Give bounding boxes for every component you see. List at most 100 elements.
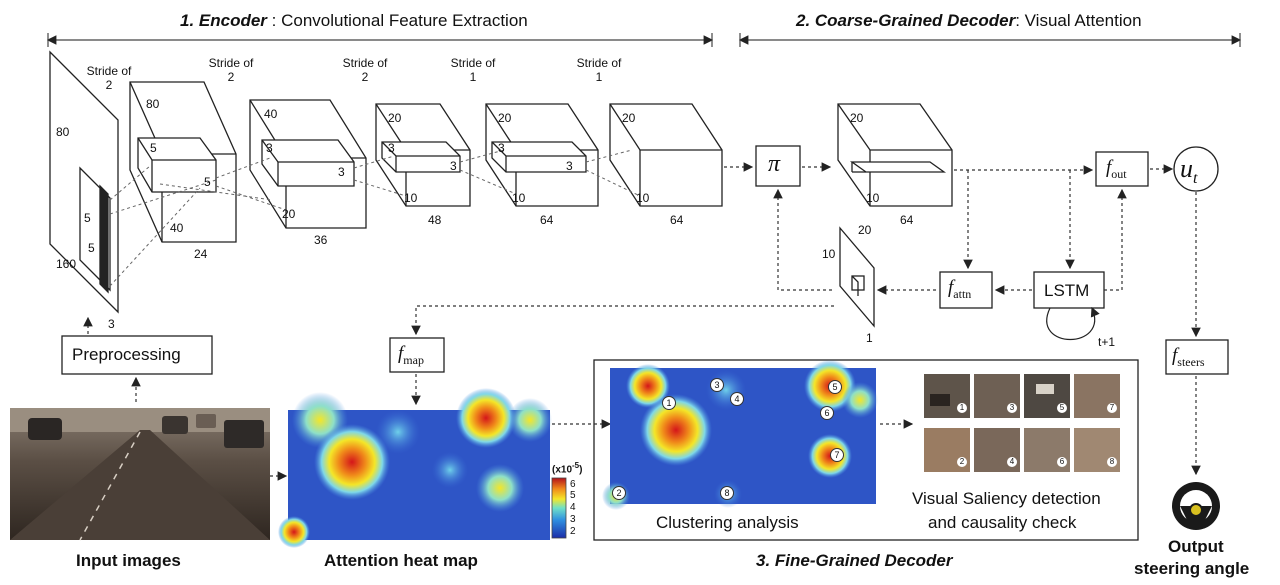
fine-decoder-frame xyxy=(593,359,1139,541)
layer2-kernel: 3 xyxy=(266,141,273,155)
saliency-thumbnail: 4 xyxy=(974,428,1020,470)
input-depth: 3 xyxy=(108,317,115,331)
input-height: 80 xyxy=(56,125,70,139)
preprocessing-label: Preprocessing xyxy=(72,345,181,364)
pi-box xyxy=(755,145,801,187)
layer4-kernel: 3 xyxy=(566,159,573,173)
layer2-height: 40 xyxy=(264,107,278,121)
coarse-decoder-title: 2. Coarse-Grained Decoder: Visual Attent… xyxy=(796,11,1142,30)
steering-wheel-icon xyxy=(1172,482,1220,530)
f-map-box xyxy=(389,337,445,373)
feat-width: 10 xyxy=(866,191,880,205)
stride-label: Stride of 1 xyxy=(576,56,622,85)
f-out-box xyxy=(1095,151,1149,187)
lstm-label: LSTM xyxy=(1044,281,1090,300)
layer2-kernel: 3 xyxy=(338,165,345,179)
f-out-label: fout xyxy=(1106,157,1127,181)
saliency-label-line1: Visual Saliency detection xyxy=(912,489,1101,508)
saliency-thumbnail: 1 xyxy=(924,374,970,416)
feature-cube xyxy=(837,103,953,207)
clustering-label: Clustering analysis xyxy=(656,513,799,532)
layer3-width: 10 xyxy=(404,191,418,205)
projection-lines xyxy=(109,149,641,287)
saliency-thumbnail: 7 xyxy=(1074,374,1120,416)
lstm-box xyxy=(1033,271,1105,309)
output-label-line2: steering angle xyxy=(1134,559,1250,578)
cluster-marker: 2 xyxy=(612,486,626,500)
saliency-thumbnail: 8 xyxy=(1074,428,1120,470)
encoder-layer-4 xyxy=(485,103,599,207)
layer1-depth: 24 xyxy=(194,247,208,261)
layer4-depth: 64 xyxy=(540,213,554,227)
pi-label: π xyxy=(768,151,781,177)
feat-height: 20 xyxy=(850,111,864,125)
connectors xyxy=(83,162,1201,481)
preprocessing-box xyxy=(61,335,213,375)
u-t-label: ut xyxy=(1180,154,1198,188)
colorbar-tick: 6 xyxy=(570,479,576,490)
coarse-span-arrow xyxy=(738,33,1242,47)
stride-label: Stride of 1 xyxy=(450,56,496,85)
f-attn-box xyxy=(939,271,993,309)
layer1-kernel: 5 xyxy=(150,141,157,155)
attn-dim-a: 20 xyxy=(858,223,872,237)
stride-label: Stride of 2 xyxy=(86,64,132,93)
layer5-width: 10 xyxy=(636,191,650,205)
colorbar xyxy=(551,477,567,539)
output-label-line1: Output xyxy=(1168,537,1224,556)
saliency-thumbnail: 5 xyxy=(1024,374,1070,416)
layer2-width: 20 xyxy=(282,207,296,221)
encoder-layer-1 xyxy=(129,81,237,243)
saliency-thumbnail: 6 xyxy=(1024,428,1070,470)
cluster-marker: 3 xyxy=(710,378,724,392)
layer2-depth: 36 xyxy=(314,233,328,247)
layer4-height: 20 xyxy=(498,111,512,125)
cluster-marker: 6 xyxy=(820,406,834,420)
colorbar-unit: (x10-5) xyxy=(552,461,583,476)
saliency-thumbnail: 2 xyxy=(924,428,970,470)
input-images-label: Input images xyxy=(76,551,181,570)
attn-dim-b: 10 xyxy=(822,247,836,261)
cluster-marker: 1 xyxy=(662,396,676,410)
f-map-label: fmap xyxy=(398,343,424,367)
layer3-kernel: 3 xyxy=(450,159,457,173)
kernel-size: 5 xyxy=(88,241,95,255)
layer4-kernel: 3 xyxy=(498,141,505,155)
layer3-kernel: 3 xyxy=(388,141,395,155)
lstm-loop xyxy=(1046,306,1100,341)
colorbar-tick: 4 xyxy=(570,502,576,513)
attention-map-slab xyxy=(839,226,875,328)
f-steers-box xyxy=(1165,339,1229,375)
cluster-marker: 8 xyxy=(720,486,734,500)
colorbar-tick: 2 xyxy=(570,526,576,537)
input-slab xyxy=(49,50,119,314)
attn-dim-c: 1 xyxy=(866,331,873,345)
fine-decoder-title: 3. Fine-Grained Decoder xyxy=(756,551,953,570)
saliency-label-line2: and causality check xyxy=(928,513,1077,532)
encoder-layer-3 xyxy=(375,103,471,207)
u-t-circle xyxy=(1173,146,1219,192)
encoder-layer-2 xyxy=(249,99,367,229)
cluster-marker: 5 xyxy=(828,380,842,394)
f-steers-label: fsteers xyxy=(1172,345,1205,369)
attention-heat-map xyxy=(278,388,552,548)
layer3-height: 20 xyxy=(388,111,402,125)
saliency-thumbnail: 3 xyxy=(974,374,1020,416)
kernel-size: 5 xyxy=(84,211,91,225)
input-road-image xyxy=(10,408,270,541)
layer4-width: 10 xyxy=(512,191,526,205)
layer1-kernel: 5 xyxy=(204,175,211,189)
encoder-span-arrow xyxy=(46,33,714,47)
stride-label: Stride of 2 xyxy=(208,56,254,85)
layer1-width: 40 xyxy=(170,221,184,235)
feat-depth: 64 xyxy=(900,213,914,227)
colorbar-tick: 3 xyxy=(570,514,576,525)
layer5-height: 20 xyxy=(622,111,636,125)
input-width: 160 xyxy=(56,257,77,271)
layer5-depth: 64 xyxy=(670,213,684,227)
encoder-title: 1. Encoder : Convolutional Feature Extra… xyxy=(180,11,528,30)
heat-map-label: Attention heat map xyxy=(324,551,478,570)
encoder-layer-5 xyxy=(609,103,723,207)
cluster-marker: 7 xyxy=(830,448,844,462)
stride-label: Stride of 2 xyxy=(342,56,388,85)
